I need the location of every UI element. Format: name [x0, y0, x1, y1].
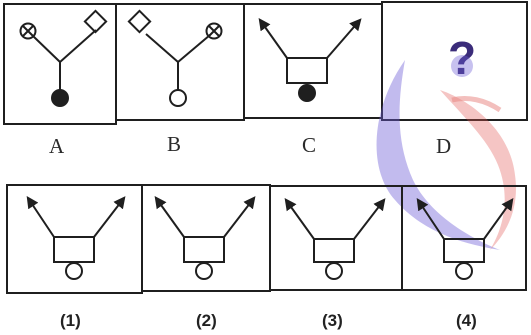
label-b: B — [167, 132, 181, 156]
option-label-1: (1) — [60, 311, 81, 330]
label-a: A — [49, 134, 65, 158]
option-label-4: (4) — [456, 311, 477, 330]
option-2-figure — [154, 196, 256, 280]
option-label-2: (2) — [196, 311, 217, 330]
open-circle-icon — [455, 262, 473, 280]
panel-a-figure — [19, 9, 108, 107]
option-label-3: (3) — [322, 311, 343, 330]
box-shape — [183, 236, 225, 263]
box-shape — [313, 238, 355, 263]
panel-b-frame — [115, 3, 245, 121]
filled-circle-icon — [51, 89, 69, 107]
panel-c-frame — [243, 3, 383, 119]
diamond-icon — [127, 9, 152, 34]
open-circle-icon — [325, 262, 343, 280]
label-d: D — [436, 134, 451, 158]
box-shape — [53, 236, 95, 263]
box-shape — [286, 57, 328, 84]
answer-row — [6, 184, 527, 294]
open-circle-icon — [65, 262, 83, 280]
unknown-mark: ? — [448, 32, 476, 84]
filled-circle-icon — [298, 84, 316, 102]
circle-x-icon — [205, 22, 223, 40]
diamond-icon — [83, 9, 108, 34]
panel-d-frame — [381, 1, 528, 121]
option-3-figure — [284, 198, 386, 280]
open-circle-icon — [169, 89, 187, 107]
option-4-figure — [416, 198, 514, 280]
watermark-logo — [376, 55, 516, 250]
option-1-figure — [26, 196, 126, 280]
option-4-frame — [401, 185, 527, 291]
panel-c-figure — [258, 18, 362, 102]
panel-b-figure — [127, 9, 223, 107]
open-circle-icon — [195, 262, 213, 280]
question-row — [3, 1, 528, 125]
label-c: C — [302, 133, 316, 157]
circle-x-icon — [19, 22, 37, 40]
